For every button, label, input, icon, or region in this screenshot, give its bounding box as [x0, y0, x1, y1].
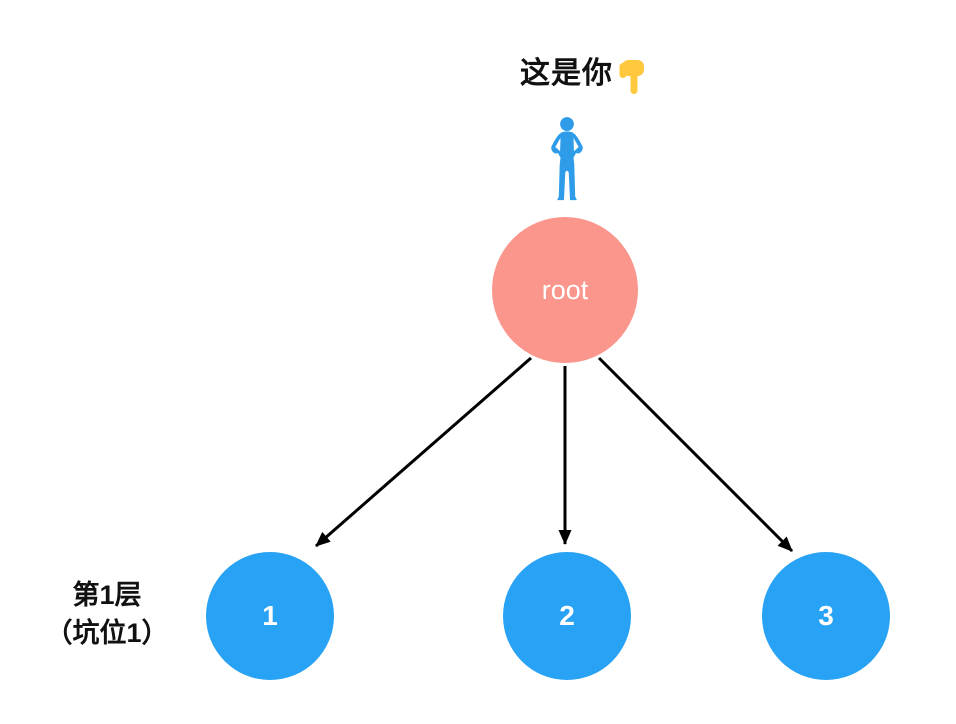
node-child-2-label: 2 [559, 600, 575, 631]
node-child-3: 3 [762, 552, 890, 680]
person-icon [551, 117, 583, 201]
edge-root-to-3 [597, 356, 794, 553]
node-child-1: 1 [206, 552, 334, 680]
node-child-3-label: 3 [818, 600, 834, 631]
node-root: root [492, 217, 638, 363]
edge-root-to-1 [315, 356, 532, 548]
level-label: 第1层 （坑位1） [18, 576, 196, 652]
diagram-title: 这是你 [520, 56, 645, 96]
node-child-1-label: 1 [262, 600, 278, 631]
node-child-2: 2 [503, 552, 631, 680]
level-label-line1: 第1层 [72, 580, 142, 610]
pointing-down-hand-icon [619, 60, 644, 94]
level-label-line2: （坑位1） [45, 618, 169, 648]
node-root-label: root [541, 274, 589, 305]
title-text: 这是你 [520, 57, 613, 90]
